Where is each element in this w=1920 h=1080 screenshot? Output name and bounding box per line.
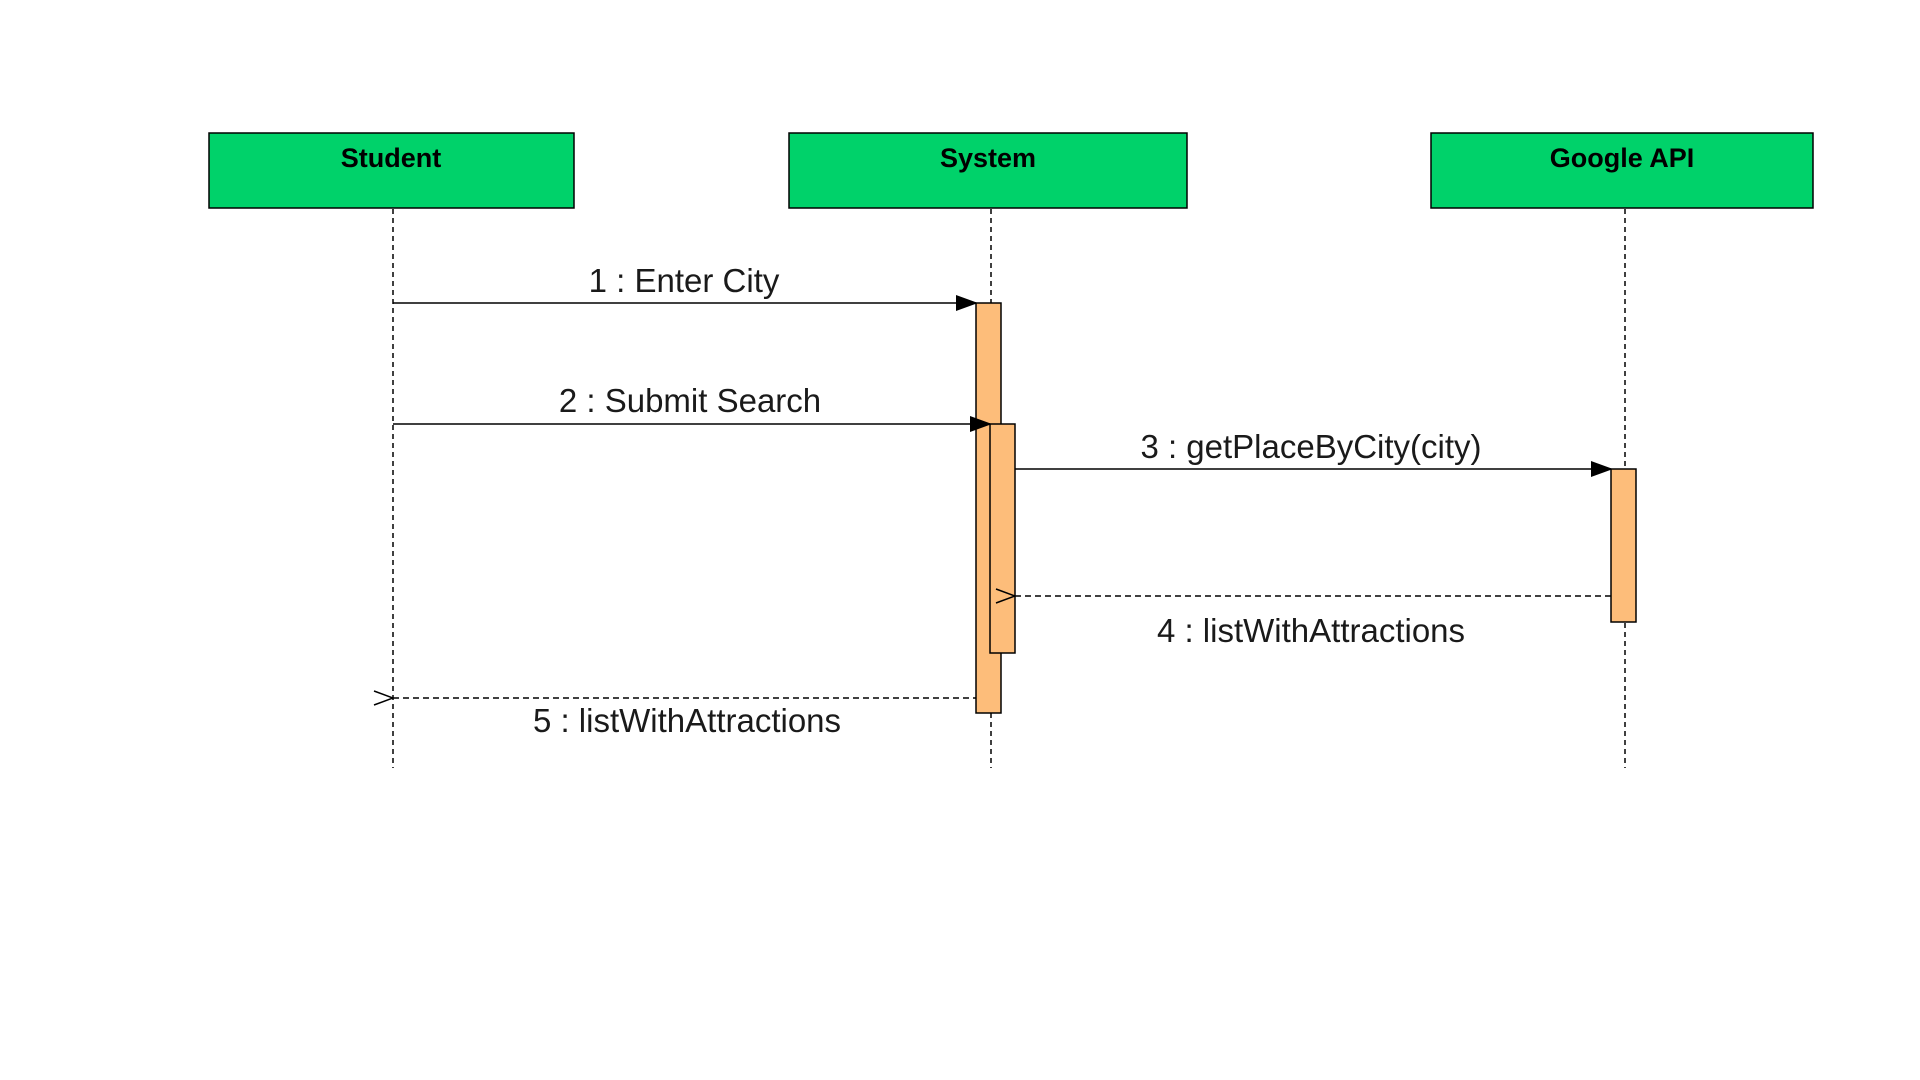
participant-student-label: Student — [341, 143, 442, 173]
message-4-label: 4 : listWithAttractions — [1157, 612, 1465, 649]
participant-student-box — [208, 132, 575, 209]
message-1-label: 1 : Enter City — [589, 262, 780, 299]
participant-google-api-box — [1430, 132, 1814, 209]
participant-system-label: System — [940, 143, 1036, 173]
message-5-label: 5 : listWithAttractions — [533, 702, 841, 739]
participant-google-api[interactable]: Google API — [1430, 132, 1814, 209]
participant-system[interactable]: System — [788, 132, 1188, 209]
activation-google-api — [1610, 468, 1637, 623]
activation-system-inner — [989, 423, 1016, 654]
message-3-label: 3 : getPlaceByCity(city) — [1140, 428, 1481, 465]
participant-google-api-label: Google API — [1550, 143, 1695, 173]
message-2-label: 2 : Submit Search — [559, 382, 821, 419]
participant-student[interactable]: Student — [208, 132, 575, 209]
participant-system-box — [788, 132, 1188, 209]
